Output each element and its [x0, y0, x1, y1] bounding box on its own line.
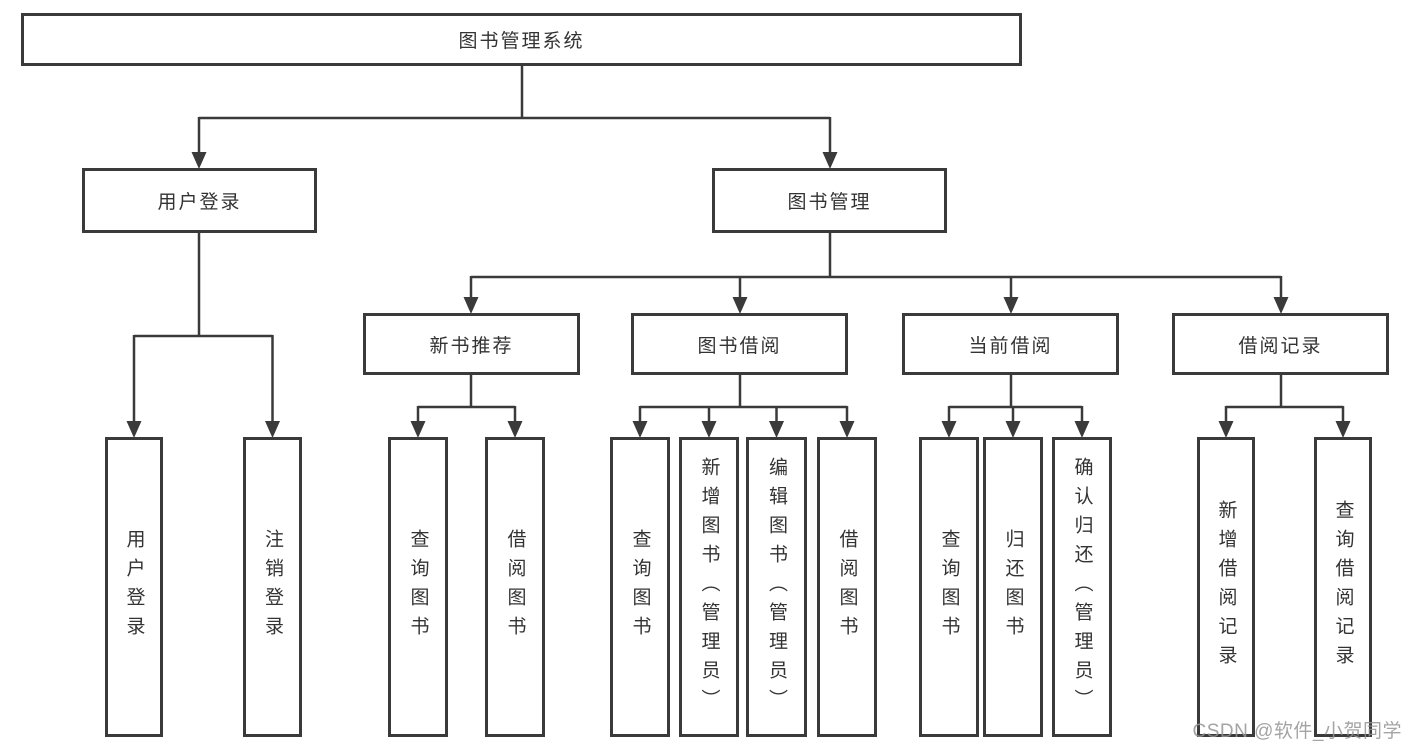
- leaf-confirm-return-admin-label: 确认归还（管理员）: [1071, 456, 1093, 718]
- leaf-query-books-1-label: 查询图书: [407, 529, 429, 645]
- leaf-logout-label: 注销登录: [262, 529, 283, 645]
- arrowhead-icons: [126, 152, 1351, 438]
- leaf-borrow-books-2-label: 借阅图书: [836, 529, 858, 645]
- node-user-login: 用户登录: [82, 168, 317, 233]
- leaf-edit-books-admin: 编辑图书（管理员）: [746, 437, 807, 737]
- node-root-label: 图书管理系统: [458, 31, 585, 52]
- leaf-query-borrow-record: 查询借阅记录: [1314, 437, 1372, 737]
- node-borrowing-records: 借阅记录: [1172, 313, 1389, 375]
- leaf-query-books-3: 查询图书: [919, 437, 979, 737]
- leaf-add-borrow-record-label: 新增借阅记录: [1215, 500, 1237, 674]
- leaf-logout: 注销登录: [243, 437, 302, 737]
- node-book-borrowing: 图书借阅: [631, 313, 848, 375]
- leaf-query-borrow-record-label: 查询借阅记录: [1332, 500, 1354, 674]
- node-current-borrowing-label: 当前借阅: [968, 335, 1053, 357]
- leaf-query-books-2: 查询图书: [610, 437, 670, 737]
- leaf-user-login-label: 用户登录: [123, 529, 145, 645]
- leaf-query-books-3-label: 查询图书: [938, 529, 960, 645]
- leaf-borrow-books-1-label: 借阅图书: [504, 529, 526, 645]
- node-book-management-label: 图书管理: [787, 192, 872, 213]
- leaf-add-books-admin: 新增图书（管理员）: [679, 437, 739, 737]
- leaf-return-books: 归还图书: [983, 437, 1043, 737]
- node-current-borrowing: 当前借阅: [902, 313, 1119, 375]
- leaf-borrow-books-1: 借阅图书: [485, 437, 545, 737]
- node-user-login-label: 用户登录: [157, 192, 242, 213]
- leaf-query-books-2-label: 查询图书: [629, 529, 651, 645]
- node-borrowing-records-label: 借阅记录: [1238, 335, 1323, 357]
- leaf-add-books-admin-label: 新增图书（管理员）: [698, 456, 720, 718]
- node-new-book-recommendation: 新书推荐: [363, 313, 580, 375]
- leaf-confirm-return-admin: 确认归还（管理员）: [1052, 437, 1112, 737]
- node-root-system: 图书管理系统: [21, 13, 1022, 66]
- csdn-watermark: CSDN @软件_小贺同学: [1192, 721, 1402, 742]
- leaf-user-login: 用户登录: [105, 437, 163, 737]
- leaf-edit-books-admin-label: 编辑图书（管理员）: [766, 456, 787, 718]
- leaf-return-books-label: 归还图书: [1002, 529, 1024, 645]
- node-book-management: 图书管理: [712, 168, 947, 233]
- node-book-borrowing-label: 图书借阅: [697, 335, 782, 357]
- leaf-query-books-1: 查询图书: [388, 437, 448, 737]
- node-new-book-recommendation-label: 新书推荐: [429, 335, 514, 357]
- leaf-add-borrow-record: 新增借阅记录: [1197, 437, 1255, 737]
- leaf-borrow-books-2: 借阅图书: [817, 437, 877, 737]
